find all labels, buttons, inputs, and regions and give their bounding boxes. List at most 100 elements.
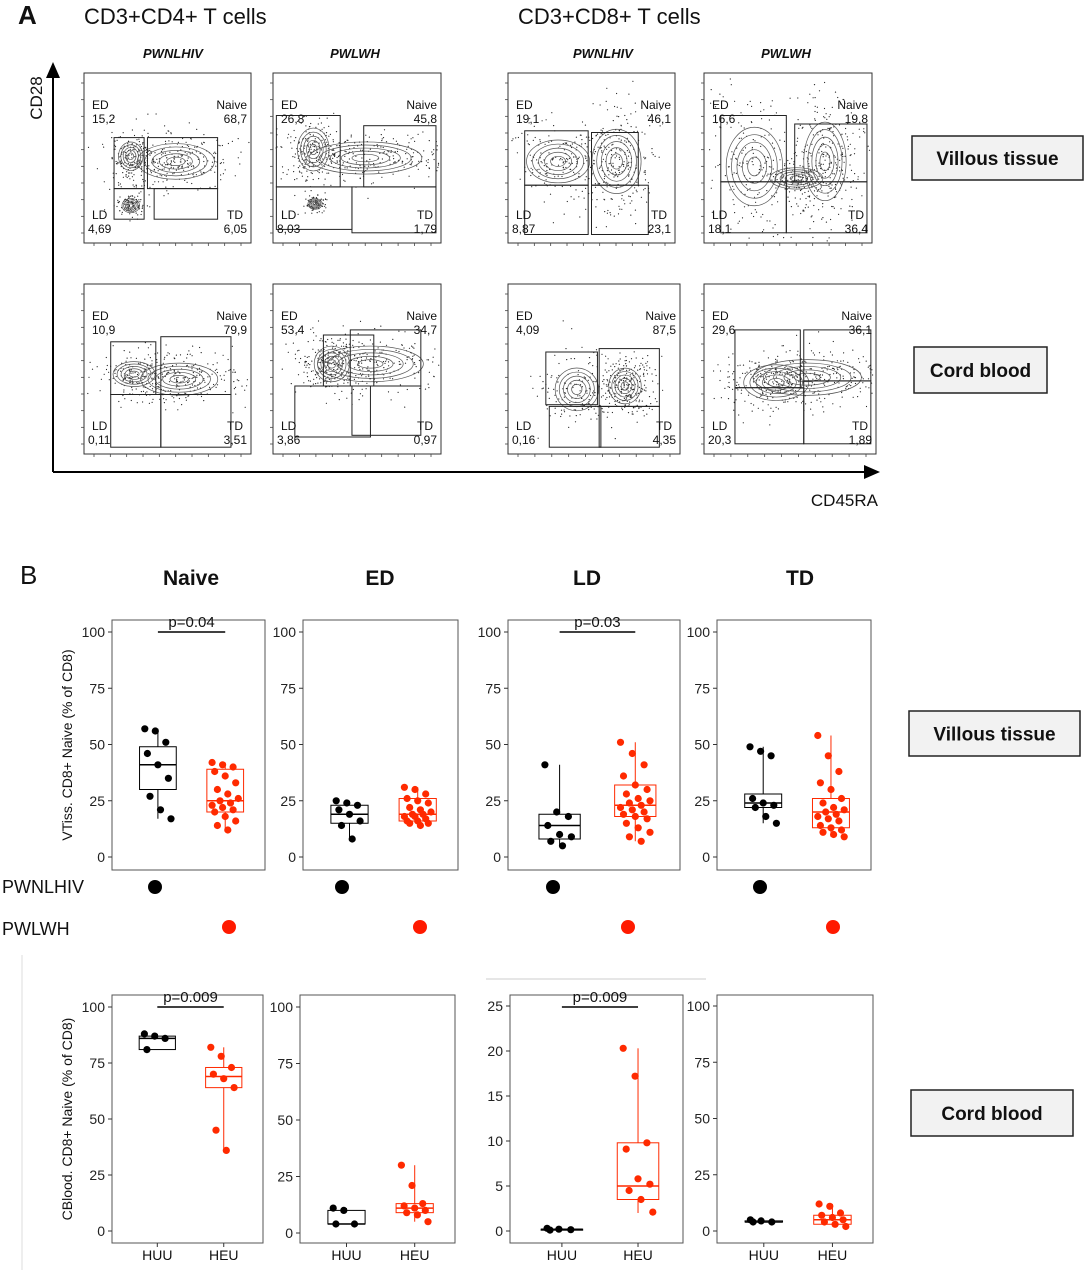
data-point <box>350 1220 359 1228</box>
data-point <box>759 799 767 807</box>
flow-event <box>317 123 319 125</box>
flow-event <box>321 139 323 141</box>
column-title: Naive <box>163 567 219 590</box>
flow-event <box>336 160 338 162</box>
data-point <box>840 833 848 841</box>
flow-event <box>835 164 838 166</box>
flow-event <box>646 369 648 371</box>
flow-event <box>808 196 811 198</box>
flow-event <box>511 140 513 142</box>
flow-event <box>807 172 809 174</box>
flow-event <box>754 140 756 142</box>
flow-event <box>634 209 637 211</box>
flow-event <box>647 355 649 357</box>
flow-event <box>318 117 321 119</box>
flow-event <box>136 144 138 146</box>
flow-event <box>129 213 131 215</box>
flow-event <box>170 132 172 134</box>
flow-event <box>346 397 348 399</box>
flow-event <box>305 125 307 127</box>
flow-event <box>601 151 603 153</box>
flow-contour <box>158 153 193 170</box>
y-tick-label: 50 <box>694 1111 710 1127</box>
flow-event <box>654 369 656 371</box>
flow-event <box>566 359 568 361</box>
data-point <box>622 1145 630 1153</box>
series-heu <box>395 1161 434 1226</box>
flow-event <box>775 376 778 378</box>
flow-event <box>820 401 822 403</box>
flow-event <box>372 182 374 184</box>
flow-event <box>627 412 630 414</box>
flow-event <box>129 351 131 353</box>
flow-event <box>196 369 198 371</box>
flow-event <box>556 377 558 379</box>
data-point <box>824 815 832 823</box>
panel-letter-b: B <box>20 560 37 590</box>
flow-event <box>773 372 775 375</box>
flow-event <box>222 354 224 356</box>
flow-event <box>166 179 168 181</box>
flow-contour <box>784 173 809 184</box>
flow-event <box>799 165 801 167</box>
flow-event <box>822 163 824 165</box>
flow-event <box>325 361 327 363</box>
flow-event <box>433 375 435 377</box>
flow-event <box>738 220 741 222</box>
gate-label-naive: Naive <box>406 309 437 323</box>
data-point <box>229 763 237 771</box>
flow-event <box>752 164 754 166</box>
flow-event <box>382 137 385 139</box>
legend-dot-pwlwh <box>621 920 635 934</box>
flow-event <box>830 218 832 221</box>
flow-event <box>627 155 630 157</box>
flow-event <box>365 134 367 136</box>
group-title-cd8: CD3+CD8+ T cells <box>518 4 701 29</box>
flow-event <box>381 176 383 178</box>
flow-event <box>188 145 190 147</box>
flow-event <box>326 371 328 374</box>
flow-event <box>197 189 199 191</box>
flow-event <box>740 166 742 168</box>
flow-event <box>305 366 307 368</box>
flow-event <box>835 372 838 374</box>
flow-event <box>617 375 619 377</box>
flow-event <box>216 362 218 364</box>
flow-event <box>126 176 128 179</box>
flow-event <box>164 152 166 154</box>
flow-event <box>618 116 620 118</box>
flow-event <box>368 369 370 371</box>
flow-event <box>605 355 607 357</box>
flow-event <box>417 168 419 170</box>
flow-event <box>366 368 368 370</box>
flow-event <box>140 160 142 162</box>
flow-event <box>146 391 148 393</box>
flow-event <box>823 137 825 139</box>
flow-event <box>766 220 768 222</box>
flow-event <box>775 173 777 175</box>
flow-event <box>322 203 324 205</box>
gate-value-naive: 45,8 <box>414 112 438 126</box>
flow-event <box>292 342 294 344</box>
flow-event <box>852 396 854 398</box>
flow-event <box>626 369 628 371</box>
flow-event <box>539 139 541 141</box>
flow-event <box>608 402 611 404</box>
flow-event <box>196 376 198 378</box>
flow-event <box>298 141 300 143</box>
flow-event <box>743 127 745 129</box>
flow-event <box>135 184 137 186</box>
flow-event <box>596 418 598 420</box>
flow-event <box>628 369 630 371</box>
flow-event <box>138 208 141 210</box>
flow-event <box>760 110 762 112</box>
flow-event <box>810 368 813 370</box>
flow-event <box>428 167 430 169</box>
data-point <box>348 835 356 843</box>
flow-event <box>393 362 395 364</box>
flow-event <box>809 228 811 230</box>
flow-event <box>166 354 168 356</box>
flow-event <box>629 166 631 168</box>
flow-event <box>185 399 187 401</box>
flow-event <box>611 144 613 146</box>
